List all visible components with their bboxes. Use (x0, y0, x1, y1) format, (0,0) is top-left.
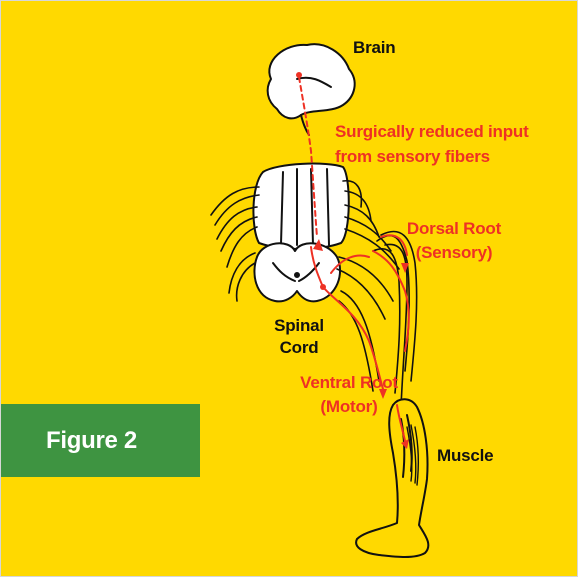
brain-label: Brain (353, 37, 395, 58)
figure-label: Figure 2 (46, 427, 137, 455)
surgical-label-line2: from sensory fibers (335, 146, 490, 167)
ventral-root-label-line2: (Motor) (289, 396, 409, 417)
dorsal-root-label-line1: Dorsal Root (399, 218, 509, 239)
muscle-label: Muscle (437, 445, 493, 466)
spinal-cord-label-line2: Cord (269, 337, 329, 358)
left-nerve-roots (211, 187, 259, 301)
surgical-label-line1: Surgically reduced input (335, 121, 529, 142)
spinal-cord-drawing (253, 164, 348, 302)
spinal-cord-label-line1: Spinal (269, 315, 329, 336)
figure-badge: Figure 2 (1, 404, 200, 477)
ventral-root-label-line1: Ventral Root (289, 372, 409, 393)
dorsal-root-label-line2: (Sensory) (399, 242, 509, 263)
